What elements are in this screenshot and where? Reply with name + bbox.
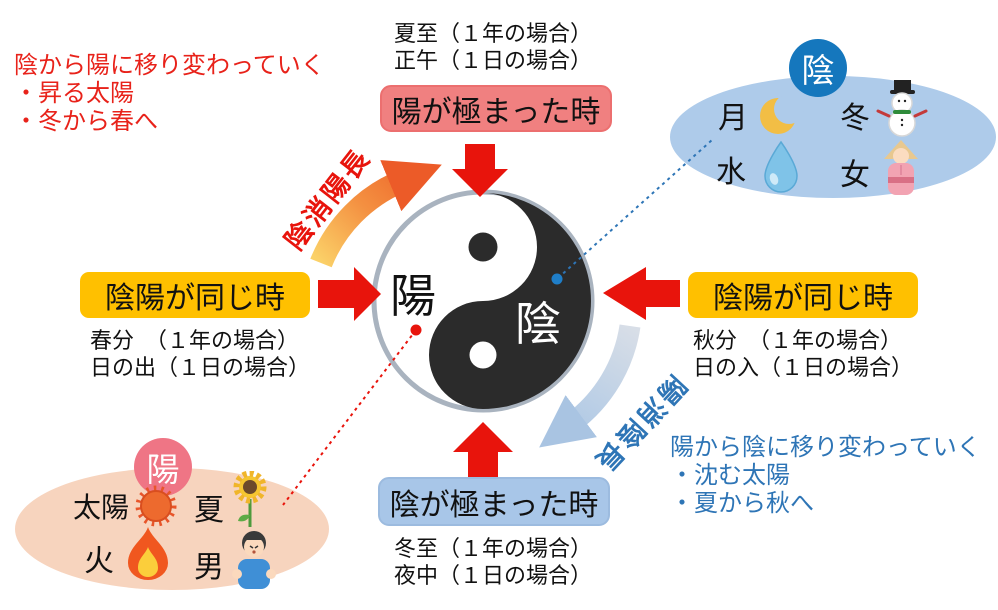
peak-yin-box: 陰が極まった時 — [378, 477, 610, 526]
yang-item-label: 太陽 — [73, 492, 130, 523]
yang-item-man: 男 — [194, 531, 280, 592]
yin-item-label: 水 — [716, 156, 746, 189]
moon-icon — [760, 94, 804, 134]
taiji-yang-dot — [469, 341, 497, 369]
caption-autumn-equinox: 秋分 （１年の場合） 日の入（１日の場合） — [693, 327, 913, 381]
caption-line: 正午（１日の場合） — [394, 48, 593, 73]
yang-item-fire: 火 — [84, 527, 174, 583]
taiji-yin-label: 陰 — [515, 298, 561, 350]
caption-line: 秋分 （１年の場合） — [693, 328, 903, 353]
sun-icon — [135, 485, 177, 527]
red-arrows — [318, 144, 680, 477]
caption-line: 夜中（１日の場合） — [394, 563, 593, 588]
fire-icon — [128, 527, 168, 580]
boy-icon — [232, 531, 276, 589]
yin-badge: 陰 — [789, 39, 847, 97]
equal-box-right: 陰陽が同じ時 — [688, 272, 918, 318]
caption-line: 春分 （１年の場合） — [90, 328, 300, 353]
caption-summer-solstice: 夏至（１年の場合） 正午（１日の場合） — [394, 20, 592, 74]
yang-item-label: 夏 — [194, 494, 224, 527]
note-yin-to-yang: 陰から陽に移り変わっていく ・昇る太陽 ・冬から春へ — [14, 52, 325, 136]
woman-icon — [884, 140, 918, 195]
yin-item-winter: 冬 — [840, 80, 929, 138]
yang-item-label: 火 — [84, 545, 114, 578]
yang-callout-dot — [410, 324, 422, 336]
note-yang-to-yin: 陽から陰に移り変わっていく ・沈む太陽 ・夏から秋へ — [670, 434, 981, 518]
note-yang-to-yin-title: 陽から陰に移り変わっていく — [670, 434, 981, 461]
yin-item-label: 月 — [718, 102, 748, 135]
note-yin-to-yang-item: ・昇る太陽 — [14, 80, 134, 107]
arrow-right-icon — [318, 267, 381, 321]
yang-item-label: 男 — [194, 551, 224, 584]
equal-box-left: 陰陽が同じ時 — [80, 272, 310, 318]
taijitu-symbol: 陽 陰 — [371, 189, 595, 413]
taiji-yin-dot — [468, 232, 498, 262]
caption-line: 冬至（１年の場合） — [394, 536, 593, 561]
yin-item-woman: 女 — [840, 140, 922, 199]
caption-line: 日の出（１日の場合） — [90, 355, 311, 380]
yin-item-label: 女 — [840, 159, 870, 192]
sunflower-icon — [233, 471, 267, 527]
yin-item-label: 冬 — [840, 102, 870, 135]
caption-line: 日の入（１日の場合） — [693, 355, 914, 380]
curved-arrow-yang-grows-icon — [310, 160, 442, 268]
yang-item-summer: 夏 — [194, 471, 270, 533]
yin-item-moon: 月 — [718, 90, 806, 140]
yang-callout-line — [282, 329, 417, 506]
curved-arrow-yin-grows-icon — [539, 324, 641, 448]
arrow-left-icon — [603, 267, 680, 320]
caption-winter-solstice: 冬至（１年の場合） 夜中（１日の場合） — [394, 535, 592, 589]
caption-line: 夏至（１年の場合） — [394, 21, 593, 46]
note-yin-to-yang-title: 陰から陽に移り変わっていく — [14, 52, 325, 79]
yin-item-water: 水 — [716, 140, 804, 195]
yin-callout-dot — [551, 273, 563, 285]
taiji-yang-label: 陽 — [390, 270, 436, 322]
arrow-down-icon — [452, 144, 508, 197]
peak-yang-box: 陽が極まった時 — [380, 85, 612, 132]
yang-badge: 陽 — [134, 438, 192, 496]
snowman-icon — [876, 80, 928, 137]
note-yin-to-yang-item: ・冬から春へ — [14, 108, 158, 135]
note-yang-to-yin-item: ・夏から秋へ — [670, 490, 814, 517]
arrow-up-icon — [453, 422, 513, 477]
yang-item-sun: 太陽 — [73, 483, 179, 529]
yin-attributes-ellipse — [670, 76, 996, 198]
caption-spring-equinox: 春分 （１年の場合） 日の出（１日の場合） — [90, 327, 310, 381]
waterdrop-icon — [764, 140, 798, 193]
note-yang-to-yin-item: ・沈む太陽 — [670, 462, 790, 489]
